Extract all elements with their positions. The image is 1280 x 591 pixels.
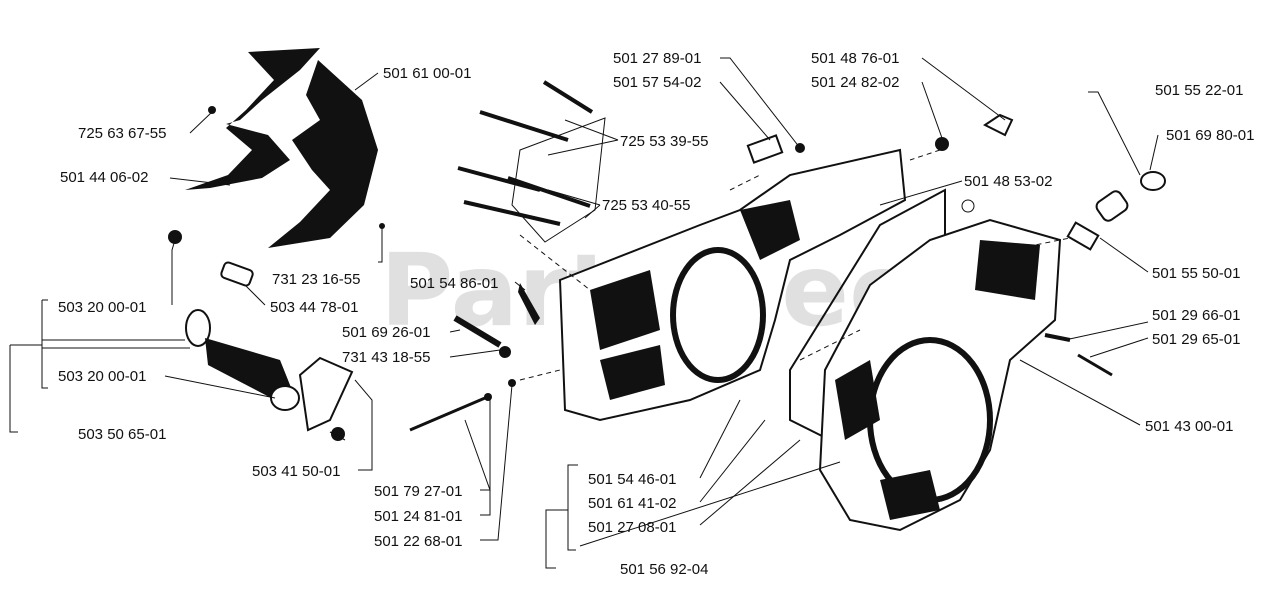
label-503-41-50-01: 503 41 50-01 <box>252 463 340 480</box>
label-501-24-82-02: 501 24 82-02 <box>811 74 899 91</box>
label-501-24-81-01: 501 24 81-01 <box>374 508 462 525</box>
label-501-22-68-01: 501 22 68-01 <box>374 533 462 550</box>
buffer-spring-assembly <box>168 230 354 441</box>
crankcase-half-right <box>818 218 1062 532</box>
label-501-48-76-01: 501 48 76-01 <box>811 50 899 67</box>
label-725-63-67-55: 725 63 67-55 <box>78 125 166 142</box>
label-501-54-86-01: 501 54 86-01 <box>410 275 498 292</box>
label-501-54-46-01: 501 54 46-01 <box>588 471 676 488</box>
label-503-44-78-01: 503 44 78-01 <box>270 299 358 316</box>
label-501-57-54-02: 501 57 54-02 <box>613 74 701 91</box>
right-small-parts <box>935 113 1166 377</box>
label-501-44-06-02: 501 44 06-02 <box>60 169 148 186</box>
label-503-20-00-01-a: 503 20 00-01 <box>58 299 146 316</box>
label-501-79-27-01: 501 79 27-01 <box>374 483 462 500</box>
part-number-labels: 501 61 00-01 725 63 67-55 501 44 06-02 7… <box>58 50 1254 578</box>
label-501-69-80-01: 501 69 80-01 <box>1166 127 1254 144</box>
small-pin-part <box>379 223 385 229</box>
label-731-43-18-55: 731 43 18-55 <box>342 349 430 366</box>
label-501-69-26-01: 501 69 26-01 <box>342 324 430 341</box>
label-501-43-00-01: 501 43 00-01 <box>1145 418 1233 435</box>
label-725-53-39-55: 725 53 39-55 <box>620 133 708 150</box>
label-503-50-65-01: 503 50 65-01 <box>78 426 166 443</box>
label-503-20-00-01-b: 503 20 00-01 <box>58 368 146 385</box>
screw-part-top <box>208 106 216 114</box>
dashed-guide-lines <box>519 149 1071 381</box>
label-731-23-16-55: 731 23 16-55 <box>272 271 360 288</box>
label-501-27-08-01: 501 27 08-01 <box>588 519 676 536</box>
label-501-48-53-02: 501 48 53-02 <box>964 173 1052 190</box>
label-501-56-92-04: 501 56 92-04 <box>620 561 708 578</box>
bolt-set-upper <box>457 80 606 243</box>
crankcase-half-left <box>558 134 907 422</box>
label-725-53-40-55: 725 53 40-55 <box>602 197 690 214</box>
label-501-29-65-01: 501 29 65-01 <box>1152 331 1240 348</box>
label-501-55-50-01: 501 55 50-01 <box>1152 265 1240 282</box>
cylinder-shroud-part <box>185 48 378 248</box>
label-501-27-89-01: 501 27 89-01 <box>613 50 701 67</box>
label-501-61-41-02: 501 61 41-02 <box>588 495 676 512</box>
label-501-29-66-01: 501 29 66-01 <box>1152 307 1240 324</box>
leader-lines <box>9 57 1159 569</box>
label-501-61-00-01: 501 61 00-01 <box>383 65 471 82</box>
bolt-set-lower <box>409 283 540 432</box>
label-501-55-22-01: 501 55 22-01 <box>1155 82 1243 99</box>
